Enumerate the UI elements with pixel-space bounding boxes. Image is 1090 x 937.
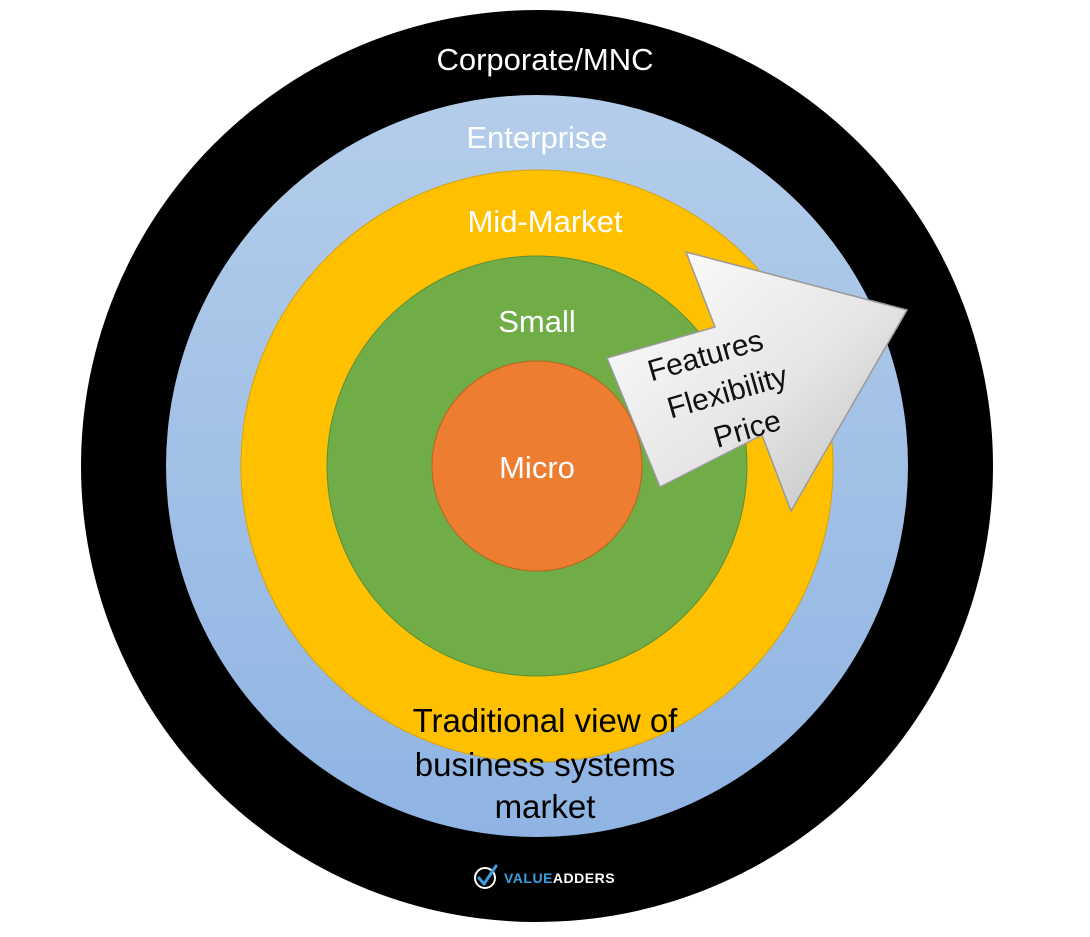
micro-label: Micro — [499, 450, 575, 485]
corporate-label: Corporate/MNC — [436, 42, 653, 77]
logo-text: VALUEADDERS — [504, 870, 615, 886]
checkmark-circle-icon — [474, 864, 498, 889]
caption-line-2: business systems — [415, 746, 675, 783]
growth-arrow-shape — [605, 250, 909, 513]
caption-line-3: market — [495, 788, 596, 825]
small-label: Small — [498, 304, 576, 339]
enterprise-label: Enterprise — [466, 120, 607, 155]
logo-text-adders: ADDERS — [553, 870, 615, 886]
logo-text-value: VALUE — [504, 870, 553, 886]
ring-micro — [431, 360, 643, 572]
mid-market-label: Mid-Market — [467, 204, 622, 239]
valueadders-logo: VALUEADDERS — [474, 864, 615, 889]
caption-line-1: Traditional view of — [413, 702, 679, 739]
